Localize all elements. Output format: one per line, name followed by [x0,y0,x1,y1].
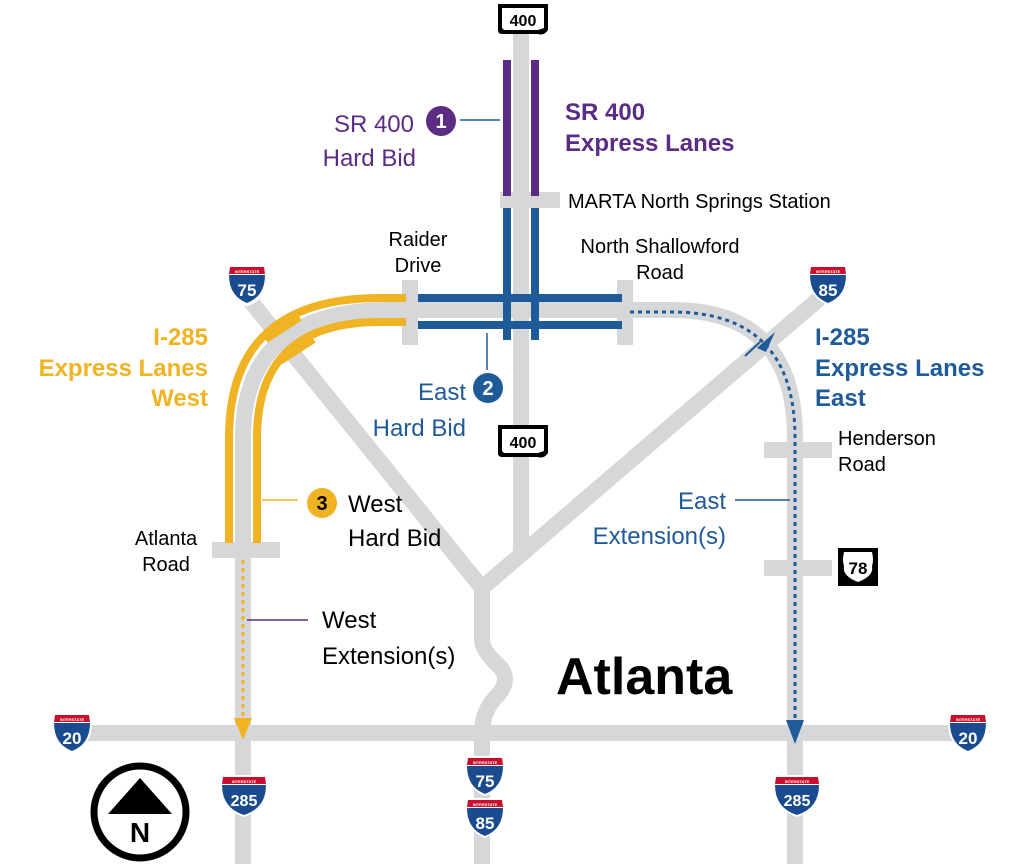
sr400-mid-shield: 400 [498,425,548,458]
sr400-corridor-line2: Express Lanes [565,130,734,157]
i75-top-banner: INTERSTATE [235,269,260,274]
i75-crossing-b [278,337,316,365]
i20-left-shield: INTERSTATE 20 [52,713,92,753]
i20-right-shield: INTERSTATE 20 [948,713,988,753]
i20-left-banner: INTERSTATE [60,717,85,722]
us78-shield: 78 [838,548,878,586]
i75-top-shield: INTERSTATE 75 [225,263,269,307]
west-corridor-line2: Express Lanes [39,355,208,382]
henderson-line1: Henderson [838,428,936,450]
road-downtown-connector [474,588,513,864]
west-corridor-line1: I-285 [153,324,208,351]
i85-direction-arrow [757,332,775,352]
i75-bottom-number: 75 [476,772,495,791]
north-arrow-icon: N [90,762,190,862]
north-letter: N [130,817,150,848]
west-extension-text2: Extension(s) [322,643,455,670]
project-badge-2: 2 [473,373,503,403]
henderson-line2: Road [838,454,886,476]
east-extension-arrow [786,720,804,744]
west-extension-text1: West [322,607,377,634]
east-corridor-line1: I-285 [815,324,870,351]
labels: SR 400 Hard Bid SR 400 Express Lanes MAR… [39,99,985,706]
i85-bottom-banner: INTERSTATE [473,802,498,807]
us78-number: 78 [849,559,868,578]
badge-2-number: 2 [482,378,493,400]
express-lanes [225,60,804,744]
badge-3-number: 3 [316,493,327,515]
i85-direction-line [744,341,761,357]
interstate-shields: INTERSTATE 75 INTERSTATE 85 INTERSTATE 2… [52,263,988,838]
p2-label-line2: Hard Bid [373,415,466,442]
i285-west-lane-inner [253,318,406,543]
project-badge-3: 3 [307,488,337,518]
i85-bottom-number: 85 [476,814,495,833]
i285-left-number: 285 [231,793,258,810]
raider-drive-line2: Drive [395,255,442,277]
project-badge-1: 1 [426,106,456,136]
i285-left-banner: INTERSTATE [232,779,257,784]
i20-left-number: 20 [63,729,82,748]
i75-bottom-shield: INTERSTATE 75 [465,756,505,796]
east-corridor-line3: East [815,385,866,412]
i85-bottom-shield: INTERSTATE 85 [465,798,505,838]
i75-crossing-a [264,315,302,343]
i75-top-number: 75 [238,281,257,300]
east-corridor-line2: Express Lanes [815,355,984,382]
p1-label-line2: Hard Bid [323,145,416,172]
i85-top-number: 85 [819,281,838,300]
sr400-mid-number: 400 [510,435,537,452]
p3-label-line1: West [348,491,403,518]
i285-right-banner: INTERSTATE [785,779,810,784]
i285-right-number: 285 [784,793,811,810]
city-label: Atlanta [556,648,733,706]
i75-bottom-banner: INTERSTATE [473,760,498,765]
shallowford-line2: Road [636,262,684,284]
i85-top-shield: INTERSTATE 85 [808,265,848,305]
i20-right-number: 20 [959,729,978,748]
sr400-corridor-line1: SR 400 [565,99,645,126]
east-extension-line [630,310,797,722]
west-extension-arrow [234,718,252,740]
p2-label-line1: East [418,379,466,406]
i285-west-lane-outer [225,294,406,543]
atlanta-road-line1: Atlanta [135,528,198,550]
sr400-top-shield: 400 [498,4,548,35]
p3-label-line2: Hard Bid [348,525,441,552]
i85-top-banner: INTERSTATE [816,269,841,274]
i285-left-shield: INTERSTATE 285 [220,775,268,817]
atlanta-road-line2: Road [142,554,190,576]
leader-lines [247,119,790,621]
raider-drive-line1: Raider [389,229,448,251]
badge-1-number: 1 [435,111,446,133]
p1-label-line1: SR 400 [334,111,414,138]
west-corridor-line3: West [151,385,208,412]
i20-right-banner: INTERSTATE [956,717,981,722]
east-extension-line2: Extension(s) [593,523,726,550]
shallowford-line1: North Shallowford [581,236,740,258]
i285-right-shield: INTERSTATE 285 [773,775,821,817]
sr400-top-number: 400 [510,13,537,30]
marta-station-label: MARTA North Springs Station [568,191,831,213]
east-extension-line1: East [678,488,726,515]
